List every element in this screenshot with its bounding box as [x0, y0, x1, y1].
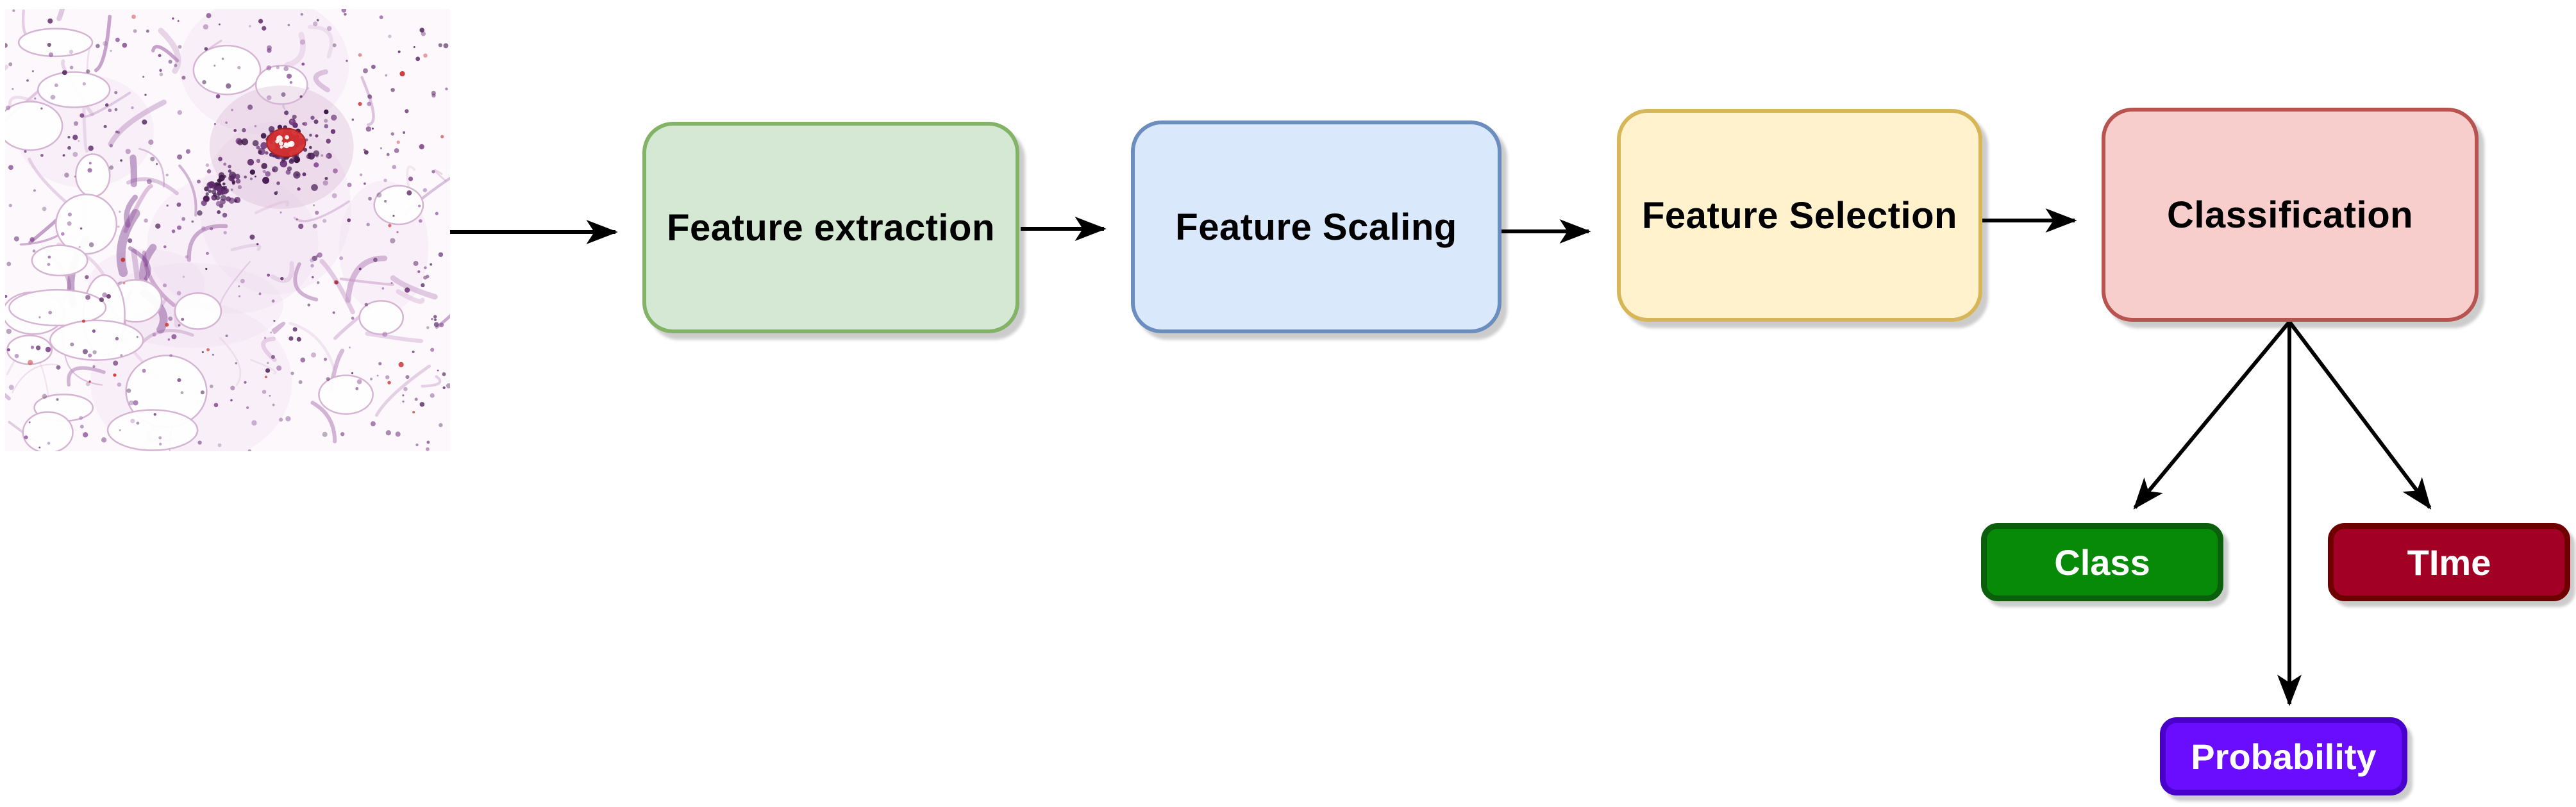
stage-feature-selection-label: Feature Selection	[1642, 194, 1957, 237]
output-probability: Probability	[2160, 717, 2407, 795]
stage-feature-selection: Feature Selection	[1617, 109, 1982, 322]
output-class-label: Class	[2054, 542, 2150, 583]
histology-input-image	[5, 9, 450, 451]
stage-feature-extraction: Feature extraction	[642, 122, 1019, 333]
arrow-classification-to-time	[2287, 320, 2432, 510]
stage-feature-scaling: Feature Scaling	[1131, 121, 1501, 333]
output-probability-label: Probability	[2191, 736, 2377, 777]
stage-feature-extraction-label: Feature extraction	[667, 206, 995, 249]
stage-classification: Classification	[2102, 108, 2479, 322]
arrow-classification-to-class	[2133, 320, 2291, 510]
output-time: TIme	[2328, 523, 2570, 601]
stage-feature-scaling-label: Feature Scaling	[1175, 206, 1457, 248]
output-time-label: TIme	[2407, 542, 2491, 583]
histology-micrograph	[5, 9, 450, 451]
output-class: Class	[1981, 523, 2223, 601]
stage-classification-label: Classification	[2166, 194, 2414, 236]
